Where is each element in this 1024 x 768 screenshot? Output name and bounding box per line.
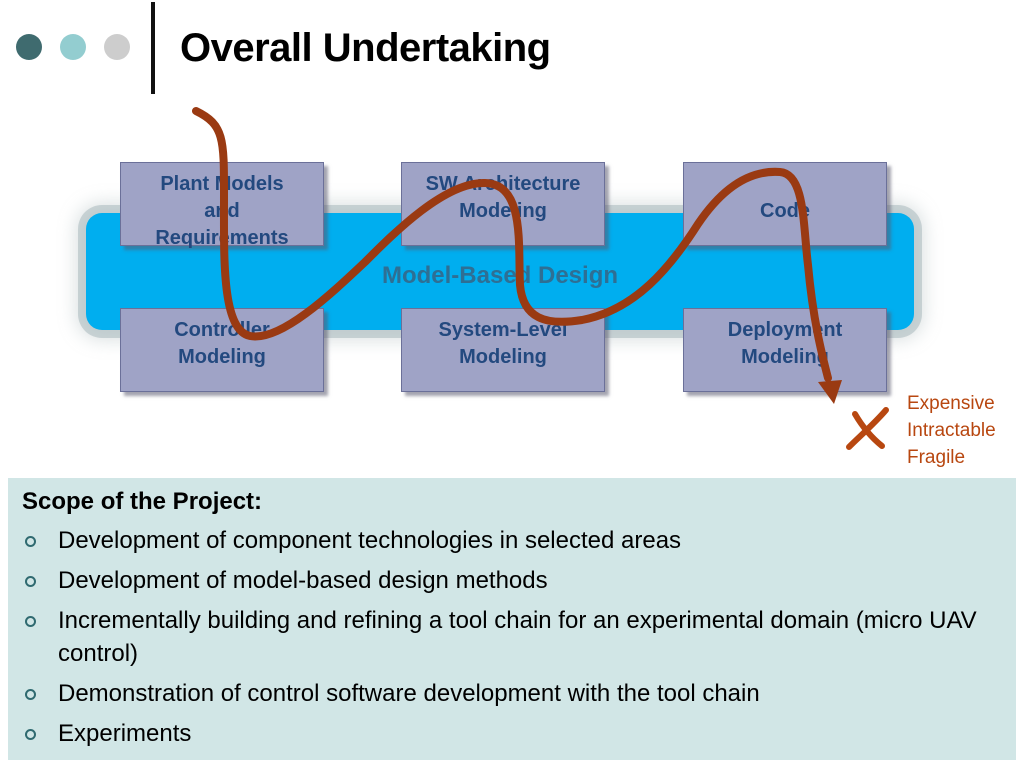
box-system-level-line-1: System-Level xyxy=(438,319,568,341)
scope-item: Experiments xyxy=(22,717,1002,750)
slide-title: Overall Undertaking xyxy=(180,26,551,70)
scope-title: Scope of the Project: xyxy=(22,488,263,515)
scope-item: Incrementally building and refining a to… xyxy=(22,604,1002,670)
bullet-icon xyxy=(25,729,36,740)
scope-item-text: Development of component technologies in… xyxy=(58,527,682,554)
fail-x-mark-icon xyxy=(846,407,889,450)
outcome-expensive: Expensive xyxy=(907,393,995,414)
scope-item-text: Demonstration of control software develo… xyxy=(58,680,760,707)
scope-item: Development of component technologies in… xyxy=(22,524,1002,557)
model-based-design-label: Model-Based Design xyxy=(381,262,619,289)
bullet-icon xyxy=(25,616,36,627)
header-dots-decoration xyxy=(16,34,136,62)
bullet-icon xyxy=(25,689,36,700)
outcome-intractable: Intractable xyxy=(907,420,996,441)
scope-list: Development of component technologies in… xyxy=(22,524,1002,750)
dot-gray-icon xyxy=(104,34,130,60)
box-system-level-line-2: Modeling xyxy=(459,346,547,368)
scope-item-text: Experiments xyxy=(58,720,192,747)
box-deployment-line-2: Modeling xyxy=(741,346,829,368)
scope-panel: Scope of the Project: Development of com… xyxy=(8,478,1016,760)
scope-item: Demonstration of control software develo… xyxy=(22,677,1002,710)
bullet-icon xyxy=(25,576,36,587)
dot-light-teal-icon xyxy=(60,34,86,60)
box-deployment-modeling: Deployment Modeling xyxy=(683,308,887,392)
box-code-line-1: Code xyxy=(760,200,810,222)
scope-item-text: Development of model-based design method… xyxy=(58,567,548,594)
box-sw-architecture-line-2: Modeling xyxy=(459,200,547,222)
box-controller-line-2: Modeling xyxy=(178,346,266,368)
meandering-process-path xyxy=(192,107,832,382)
outcomes-list: Expensive Intractable Fragile xyxy=(907,390,996,471)
outcome-fragile: Fragile xyxy=(907,447,966,468)
title-divider xyxy=(151,2,155,94)
scope-item-text: Incrementally building and refining a to… xyxy=(58,607,977,667)
bullet-icon xyxy=(25,536,36,547)
scope-item: Development of model-based design method… xyxy=(22,564,1002,597)
path-arrowhead-icon xyxy=(818,380,842,404)
dot-dark-teal-icon xyxy=(16,34,42,60)
